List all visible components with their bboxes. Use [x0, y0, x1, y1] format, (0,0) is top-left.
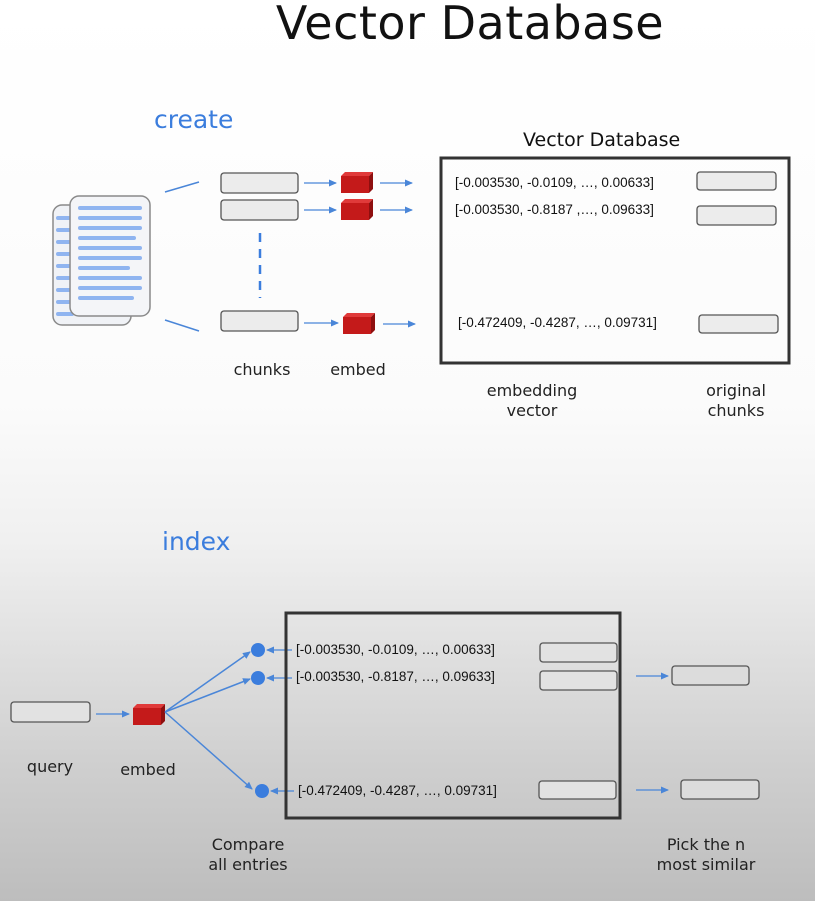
result-box: [671, 665, 750, 686]
document-stack-icon: [52, 195, 151, 326]
chunks-label: chunks: [233, 360, 291, 379]
embedding-vector-label: embedding vector: [486, 381, 578, 420]
index-vector-1: [-0.003530, -0.0109, …, 0.00633]: [296, 642, 495, 657]
blue-dot-icon: [255, 784, 269, 798]
create-section-label: create: [154, 105, 234, 134]
vector-database-box: [439, 156, 791, 365]
blue-dot-icon: [251, 643, 265, 657]
blue-dot-icon: [251, 671, 265, 685]
index-vector-2: [-0.003530, -0.8187, …, 0.09633]: [296, 669, 495, 684]
red-cube-icon: [341, 199, 373, 220]
index-vector-3: [-0.472409, -0.4287, …, 0.09731]: [298, 783, 497, 798]
vector-database-title: Vector Database: [523, 129, 681, 151]
query-box: [10, 701, 91, 723]
vector-database-box-index: [284, 611, 622, 820]
result-box: [680, 779, 760, 800]
red-cube-icon: [133, 704, 165, 725]
index-section-label: index: [162, 527, 231, 556]
page-title: Vector Database: [275, 0, 665, 50]
create-vector-1: [-0.003530, -0.0109, …, 0.00633]: [455, 175, 654, 190]
create-vector-3: [-0.472409, -0.4287, …, 0.09731]: [458, 315, 657, 330]
original-chunks-label: original chunks: [706, 381, 766, 420]
pick-most-similar-label: Pick the n most similar: [656, 835, 756, 874]
query-label: query: [26, 757, 74, 776]
red-cube-icon: [343, 313, 375, 334]
chunk-box: [220, 199, 299, 221]
compare-all-entries-label: Compare all entries: [208, 835, 288, 874]
index-embed-label: embed: [120, 760, 176, 779]
chunk-box: [220, 172, 299, 194]
embed-label: embed: [330, 360, 386, 379]
chunk-box: [220, 310, 299, 332]
red-cube-icon: [341, 172, 373, 193]
create-vector-2: [-0.003530, -0.8187 ,…, 0.09633]: [455, 202, 654, 217]
